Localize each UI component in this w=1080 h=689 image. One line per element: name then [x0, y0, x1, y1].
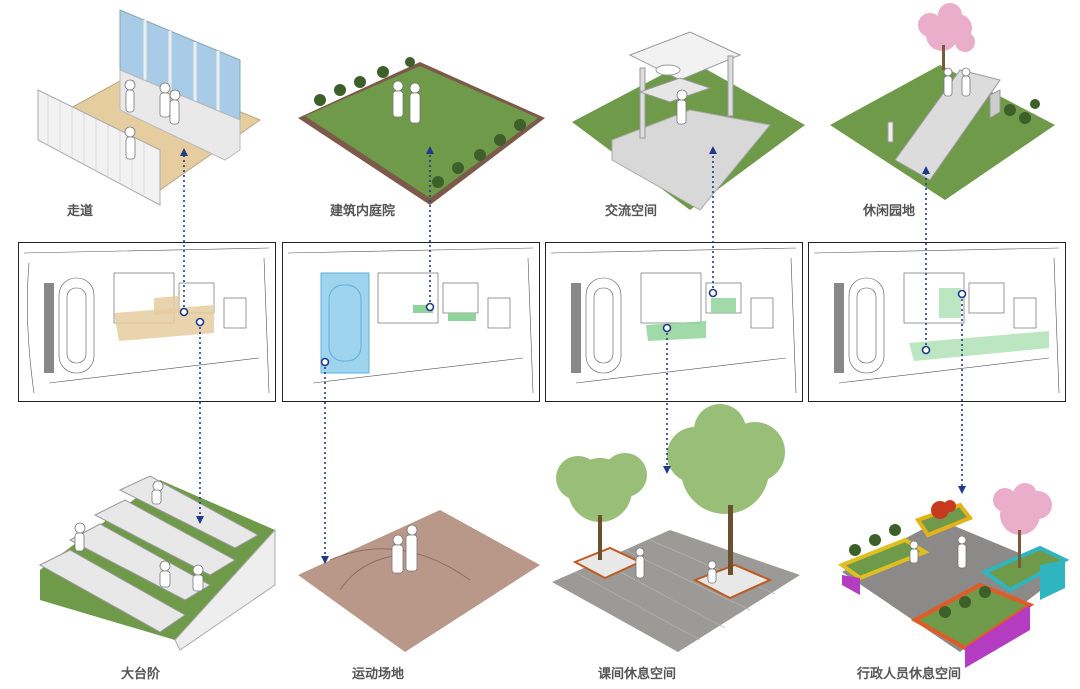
site-plan-courtyard [282, 242, 540, 402]
circle-marker-icon [957, 289, 967, 299]
corridor-illustration [37, 9, 262, 206]
label-grand-steps: 大台阶 [121, 667, 161, 682]
site-plan-leisure [808, 242, 1066, 402]
label-sports-court: 运动场地 [352, 667, 405, 682]
sports-court-illustration [298, 510, 540, 652]
circle-marker-icon [320, 357, 330, 367]
label-leisure: 休闲园地 [863, 204, 916, 219]
site-plan-corridor [18, 242, 276, 402]
leisure-garden-illustration [830, 3, 1055, 200]
label-break-space: 课间休息空间 [598, 667, 677, 682]
label-corridor: 走道 [67, 204, 94, 219]
communication-illustration [572, 31, 805, 211]
label-communication: 交流空间 [605, 204, 658, 219]
circle-marker-icon [662, 323, 672, 333]
circle-marker-icon [708, 288, 718, 298]
site-plan-communication [545, 242, 803, 402]
circle-marker-icon [921, 345, 931, 355]
courtyard-illustration [298, 57, 545, 205]
label-staff-rest: 行政人员休息空间 [857, 667, 962, 682]
staff-rest-illustration [837, 483, 1070, 668]
break-space-illustration [552, 404, 800, 652]
circle-marker-icon [195, 317, 205, 327]
circle-marker-icon [425, 302, 435, 312]
label-courtyard: 建筑内庭院 [330, 204, 396, 219]
circle-marker-icon [179, 307, 189, 317]
grand-steps-illustration [38, 475, 276, 651]
